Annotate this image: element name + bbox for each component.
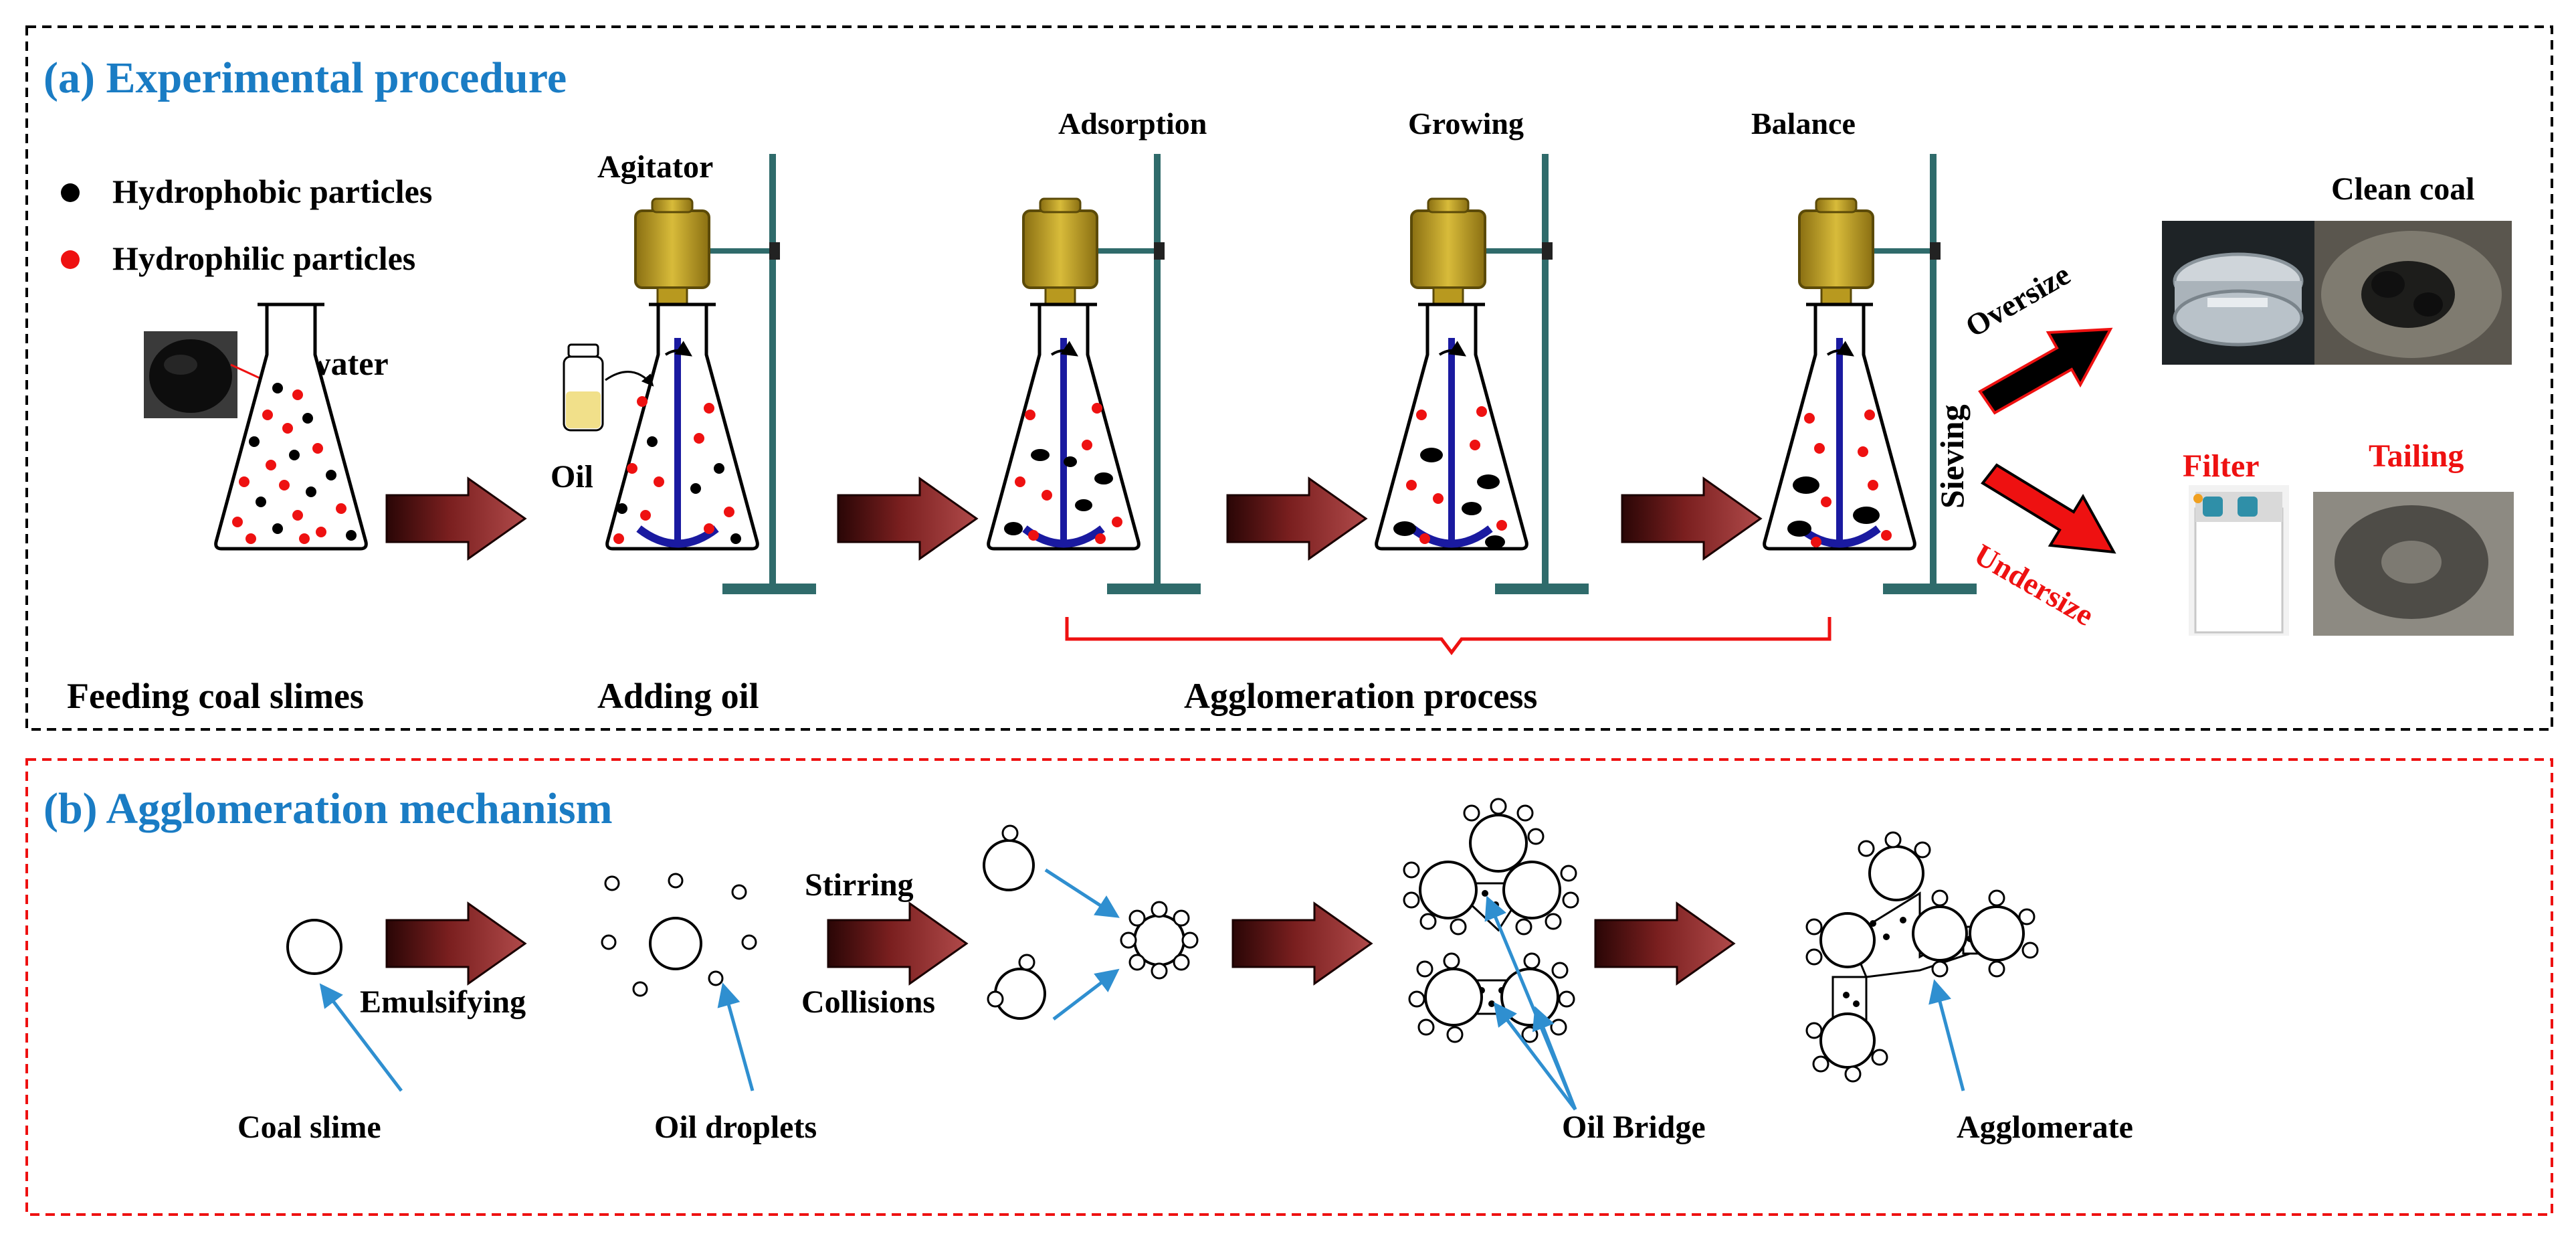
balance-label: Balance: [1751, 106, 1856, 141]
particles-oil-flask: [613, 396, 741, 544]
collisions-label: Collisions: [801, 984, 935, 1020]
agglomerate-cluster: [1805, 831, 2039, 1083]
tailing-photo: [2313, 492, 2514, 636]
step-feeding-label: Feeding coal slimes: [67, 676, 364, 716]
step-agglomeration-label: Agglomeration process: [1184, 676, 1537, 716]
hydrophobic-legend-dot: [61, 183, 80, 202]
flask-feeding: [216, 304, 367, 549]
oil-bottle-icon: [563, 343, 604, 432]
agglomerate-pointer: [1928, 979, 1965, 1091]
oil-droplets-label: Oil droplets: [654, 1109, 817, 1145]
oil-bridge-cluster-top: [1403, 798, 1579, 936]
sieve-photo: [2162, 221, 2314, 365]
tailing-label: Tailing: [2369, 438, 2464, 474]
step-adding-oil-label: Adding oil: [597, 676, 759, 716]
station-balance: [1765, 154, 1977, 594]
coal-sample-image: [144, 331, 237, 418]
collision-pointer-top: [1044, 868, 1120, 918]
particles-balance: [1787, 410, 1892, 547]
oil-droplets-pointer: [717, 982, 755, 1091]
clean-coal-photo: [2314, 221, 2512, 365]
panel-a-title: (a) Experimental procedure: [43, 54, 567, 102]
oil-bridge-cluster-bottom: [1408, 952, 1575, 1043]
oil-bridge-pointer-3: [1532, 1006, 1577, 1110]
oil-droplets-group: [601, 873, 757, 997]
stand-base: [722, 584, 816, 594]
clean-coal-label: Clean coal: [2331, 171, 2475, 207]
growing-label: Growing: [1408, 106, 1524, 141]
station-growing: [1377, 154, 1589, 594]
oil-label: Oil: [551, 459, 593, 495]
arrow-b-4: [1594, 901, 1736, 986]
collision-pointer-bottom: [1052, 968, 1120, 1020]
undersize-arrow: [1981, 463, 2116, 554]
arrow-b-1: [385, 901, 527, 986]
arrow-b-3: [1231, 901, 1373, 986]
agitator-label: Agitator: [597, 149, 713, 185]
coated-particle: [1120, 901, 1199, 980]
emulsifying-label: Emulsifying: [360, 984, 526, 1020]
coal-slime-pointer: [319, 983, 403, 1092]
arrow-a-2: [837, 476, 979, 561]
station-adsorption: [989, 154, 1201, 594]
station-adding-oil: [563, 154, 816, 594]
particles-growing: [1393, 406, 1507, 549]
sieving-label: Sieving: [1933, 404, 1971, 509]
panel-b-title: (b) Agglomeration mechanism: [43, 784, 613, 833]
panel-b-frame: [25, 758, 2553, 1216]
particles-feeding: [232, 383, 357, 544]
panel-a-frame: [25, 25, 2553, 731]
particles-adsorption: [1004, 403, 1122, 544]
coal-slime-label: Coal slime: [237, 1109, 381, 1145]
undersize-label: Undersize: [1969, 537, 2100, 632]
arrow-a-4: [1621, 476, 1763, 561]
agglomerate-label: Agglomerate: [1957, 1109, 2133, 1145]
stirring-label: Stirring: [805, 867, 914, 903]
oil-bridge-label: Oil Bridge: [1562, 1109, 1706, 1145]
arrow-a-3: [1226, 476, 1368, 561]
filter-photo: [2189, 485, 2289, 636]
agglomeration-bracket: [1065, 617, 1831, 656]
arrow-b-2: [827, 901, 969, 986]
filter-label: Filter: [2183, 448, 2260, 484]
arrow-a-1: [385, 476, 527, 561]
coal-slime-particle: [286, 919, 342, 975]
hydrophilic-legend-dot: [61, 250, 80, 269]
adsorption-label: Adsorption: [1058, 106, 1207, 141]
stand-pole: [769, 154, 776, 589]
collision-particles: [983, 824, 1046, 1020]
legend-hydrophobic-label: Hydrophobic particles: [112, 173, 432, 210]
oil-bridge-pointer-2: [1493, 1002, 1577, 1111]
oversize-arrow: [1978, 327, 2113, 415]
legend-hydrophilic-label: Hydrophilic particles: [112, 240, 415, 277]
